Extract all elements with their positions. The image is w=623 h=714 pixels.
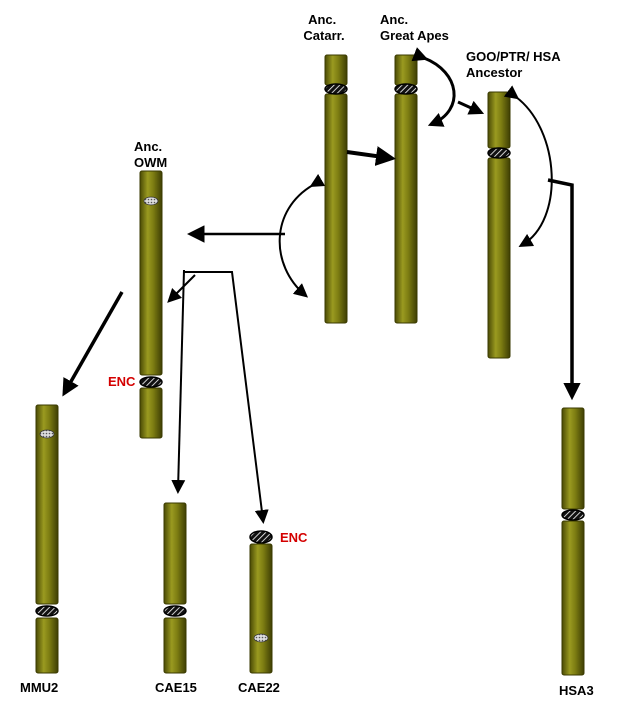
stippled-band — [143, 196, 159, 206]
chromosome-body — [324, 54, 348, 86]
chromosome-body — [139, 387, 163, 439]
chromosome-body — [163, 617, 187, 674]
chromosome-anc-owm: Anc. OWM ENC — [108, 139, 167, 439]
chromosome-anc-catarr: Anc. Catarr. — [303, 12, 348, 324]
stippled-band — [39, 429, 55, 439]
arrow-owm-split-hook — [167, 274, 196, 303]
chromosome-body — [394, 54, 418, 86]
curved-arrow-great-apes — [411, 47, 456, 127]
chromosome-hsa3: HSA3 — [559, 407, 594, 698]
label-mmu2: MMU2 — [20, 680, 58, 695]
centromere — [561, 509, 585, 521]
centromere — [324, 83, 348, 95]
chromosome-body — [163, 502, 187, 605]
centromere — [163, 605, 187, 617]
centromere — [487, 147, 511, 159]
label-cae15: CAE15 — [155, 680, 197, 695]
arrow-catarr-to-great-apes — [346, 146, 396, 166]
enc-label-owm: ENC — [108, 374, 136, 389]
label-anc-catarr: Anc. Catarr. — [303, 12, 344, 43]
arrow-goo-to-hsa3 — [547, 178, 581, 401]
curved-arrow-catarr — [278, 173, 326, 298]
chromosome-body — [487, 91, 511, 149]
arrow-owm-to-cae15 — [171, 269, 186, 494]
curved-arrow-goo — [503, 85, 553, 248]
chromosome-cae15: CAE15 — [155, 502, 197, 695]
chromosome-anc-great-apes: Anc. Great Apes — [380, 12, 449, 324]
arrow-owm-to-mmu2 — [62, 291, 124, 397]
chromosome-body — [35, 404, 59, 605]
centromere — [249, 530, 273, 544]
chromosome-mmu2: MMU2 — [20, 404, 59, 695]
chromosome-body — [324, 93, 348, 324]
chromosome-body — [561, 407, 585, 510]
chromosome-body — [561, 520, 585, 676]
arrows — [62, 47, 581, 524]
label-anc-great-apes: Anc. Great Apes — [380, 12, 449, 43]
centromere — [394, 83, 418, 95]
label-anc-owm: Anc. OWM — [134, 139, 167, 170]
centromere — [139, 376, 163, 388]
chromosome-cae22: ENC CAE22 — [238, 530, 308, 695]
chromosome-body — [394, 93, 418, 324]
label-cae22: CAE22 — [238, 680, 280, 695]
chromosome-body — [249, 543, 273, 674]
arrow-great-apes-to-goo — [457, 100, 485, 115]
centromere — [35, 605, 59, 617]
arrow-owm-to-cae22 — [184, 271, 269, 524]
chromosome-body — [139, 170, 163, 376]
label-hsa3: HSA3 — [559, 683, 594, 698]
chromosome-body — [487, 157, 511, 359]
label-goo-ptr-hsa-ancestor: GOO/PTR/ HSA Ancestor — [466, 49, 564, 80]
stippled-band — [253, 633, 269, 643]
enc-label-cae22: ENC — [280, 530, 308, 545]
chromosome-body — [35, 617, 59, 674]
